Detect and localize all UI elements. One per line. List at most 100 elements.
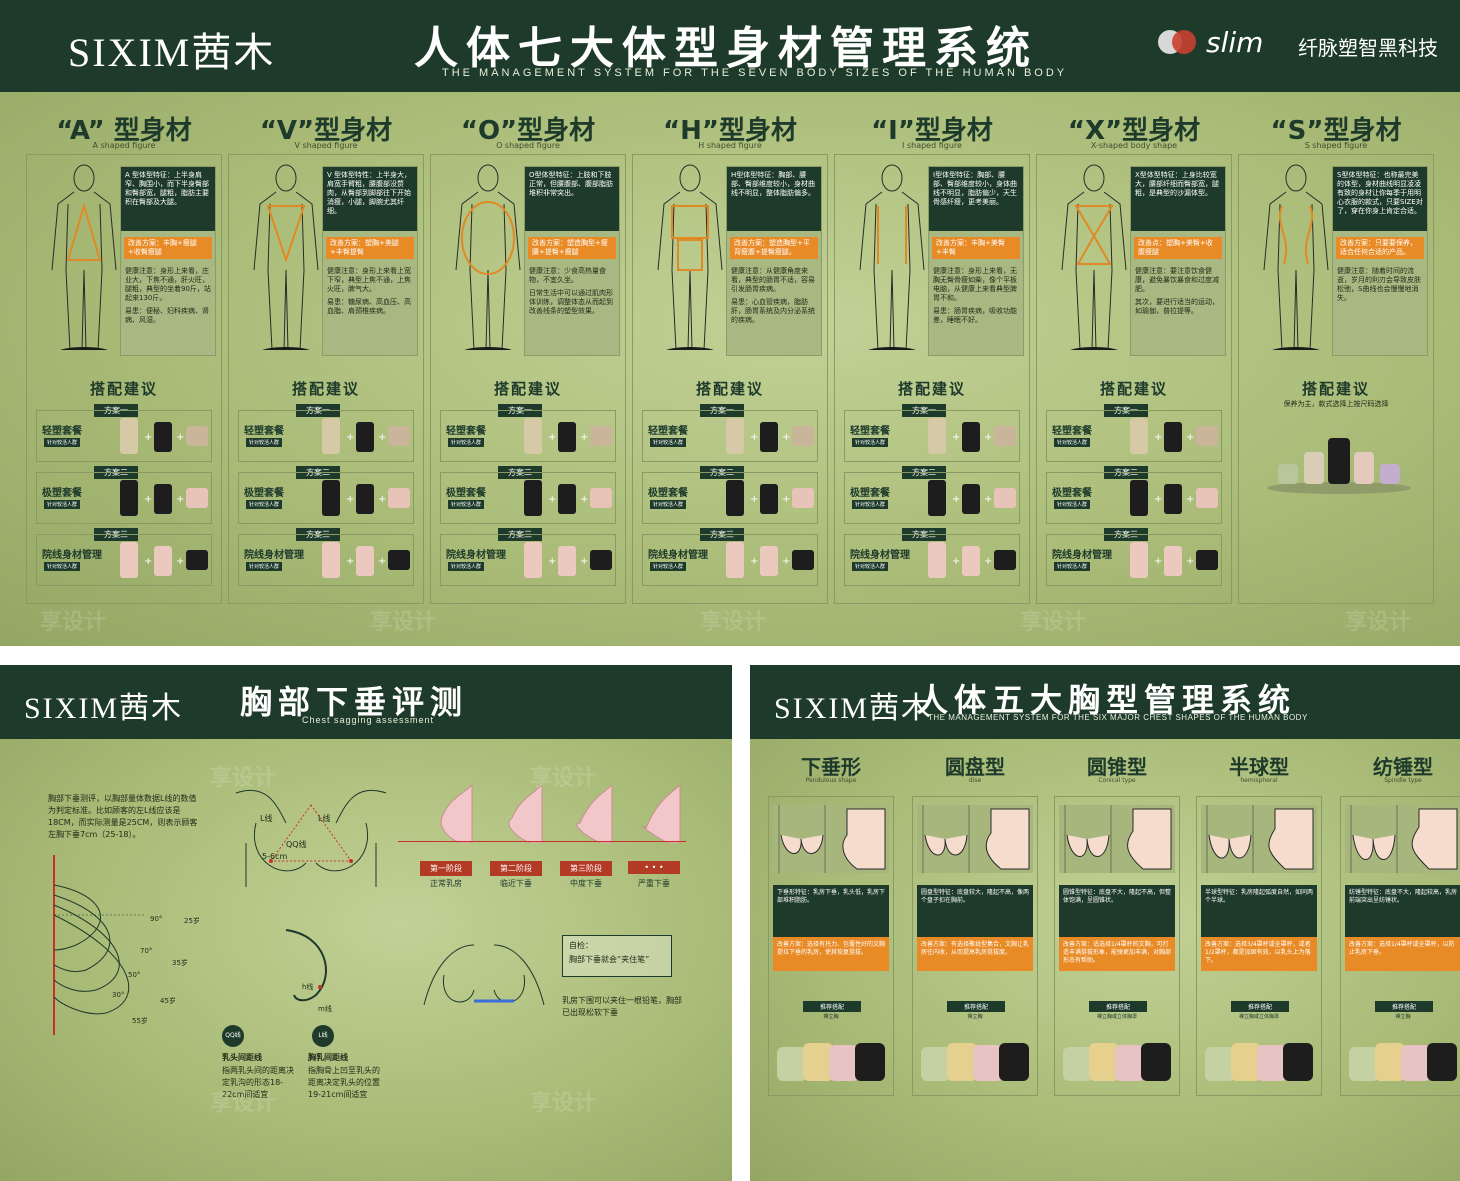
garment-icon: + + [726,542,814,578]
plan-row [1046,472,1222,524]
plan-tag: 针对较活人群 [852,438,889,447]
plan-text: 改善方案：塑造胸型+平背瘦腹+提臀瘦腿。 [730,237,818,259]
plan-row [36,472,212,524]
pencil-text: 乳房下围可以夹住一根铅笔，胸部已出现松软下垂 [562,996,682,1017]
svg-text:+: + [548,432,556,443]
h-line-label: h线 [302,983,314,991]
chest-type-card: 下垂形特征：乳房下垂，乳头低，乳房下部堆积脂肪。 改善方案：选择有托力、包覆性好… [768,796,894,1096]
body-type-subtitle: H shaped figure [698,141,762,150]
risk-text: 易患：肠胃疾病，吸收功能差，睡眠不好。 [933,307,1017,324]
body-type-column [1036,154,1232,604]
chest-feature: 半球型特征：乳房隆起弧度自然，如同两个半球。 [1201,885,1317,937]
plan-text: 改善方案：丰胸+美臀+丰臀 [932,237,1020,259]
s-note: 保养为主，款式选择上按尺码选择 [1283,400,1389,408]
angle-label: 70° [140,947,153,955]
sixim-logo: SIXIM茜木 [24,692,184,725]
svg-text:+: + [378,494,386,505]
plan-row [36,534,212,586]
svg-text:+: + [782,494,790,505]
sixim-logo: SIXIM茜木 [774,692,934,725]
watermark: 享设计 [210,1091,277,1116]
svg-text:+: + [1154,556,1162,567]
garment-icon: + + [1130,542,1218,578]
chest-type-subtitle: hemispheral [1240,777,1278,784]
plan-name: 极塑套餐 [1052,488,1092,499]
plan-row [642,410,818,462]
plan-tag: 针对较活人群 [650,562,687,571]
body-figure-icon [1263,164,1329,350]
watermark: 享设计 [1020,610,1087,635]
chest-plan: 改善方案：选择有托力、包覆性好的文胸提拉下垂的乳房，使其恢复挺拔。 [773,937,889,971]
plan-name: 院线身材管理 [648,550,708,561]
l-line-label: L线 [260,814,273,823]
bra-products-icon [777,1043,885,1081]
angle-label: 50° [128,971,141,979]
plan-tag: 针对较活人群 [246,438,283,447]
svg-text:+: + [176,494,184,505]
svg-text:+: + [176,432,184,443]
bra-products-icon [1205,1043,1313,1081]
chest-shape-icon [1201,805,1317,873]
brand-slim: slim [1206,26,1264,59]
plan-name: 轻塑套餐 [850,426,890,437]
chest-type-subtitle: dise [968,777,982,784]
chest-rec-text: 裸立胸 [823,1014,839,1020]
stage-label: 第二阶段 [490,861,542,876]
plan-name: 轻塑套餐 [1052,426,1092,437]
health-text: 健康注意：随着时间的流逝，岁月的利刃会导致皮肤松弛，S曲线也会慢慢地消失。 [1337,267,1421,302]
body-type-column [632,154,828,604]
plan-tag: 针对较活人群 [1054,562,1091,571]
feature-text: S型体型特征：也称最完美的体型，身材曲线明显凌凌有致的身材让你每季于用明心衣服的… [1333,167,1427,231]
garment-icon: + + [928,480,1016,516]
sagging-title: 胸部下垂评测 [240,683,469,721]
side-profile [285,929,327,1002]
watermark: 享设计 [1345,610,1412,635]
plan-row [642,534,818,586]
body-type-column [430,154,626,604]
chest-rec-text: 裸立胸或立体胸罩 [1238,1014,1279,1020]
risk-text: 日常生活中可以通过肌肉形体训练，调整体态从而起到改善线条的塑型效果。 [529,289,613,315]
garment-icon: + + [726,480,814,516]
feature-text: V 型体型特性：上半身大，肩宽手臂粗，腰腹部没赘肉，从臀部到脚部往下开始消瘦，小… [323,167,417,231]
plan-name: 极塑套餐 [648,488,688,499]
chest-shape-icon [917,805,1033,873]
chest-type-card: 半球型特征：乳房隆起弧度自然，如同两个半球。 改善方案：选择3/4罩杯或全罩杯，… [1196,796,1322,1096]
body-type-subtitle: I shaped figure [902,141,962,150]
chest-type-card: 纺锤型特征：底盘不大，隆起较高，乳房前端突出呈纺锤状。 改善方案：选择1/4罩杯… [1340,796,1460,1096]
chest-shape-icon [773,805,889,873]
breast-profile-icon [642,785,681,843]
plan-name: 院线身材管理 [1052,550,1112,561]
garment-icon: + + [322,418,410,454]
health-text: 健康注意：少食高热量食物，不宜久坐。 [529,267,606,284]
health-text: 健康注意：身形上来看上宽下窄，典型上焦不通，上焦火旺，脾气大。 [327,267,411,293]
body-type-description: I型体型特征：胸部、腰部、臀部维度较小，身体曲线不明显，脂肪偏少，天生骨感纤瘦，… [928,166,1024,356]
svg-text:+: + [548,494,556,505]
watermark: 享设计 [700,610,767,635]
plan-text: 改善方案：只要要保养，适合任何合适的产品。 [1336,237,1424,259]
plan-text: 改善方案：丰胸+瘦腿+收臀瘦腿 [124,237,212,259]
chest-type-card: 圆锥型特征：底盘不大，隆起不高，但整体饱满，呈圆锥状。 改善方案：适选择1/4罩… [1054,796,1180,1096]
watermark: 享设计 [210,766,277,791]
qq-line-label: QQ线 [286,840,307,849]
plan-row [36,410,212,462]
plan-name: 轻塑套餐 [42,426,82,437]
angle-label: 90° [150,915,163,923]
m-line-label: m线 [318,1005,332,1013]
svg-text:+: + [1186,432,1194,443]
svg-text:+: + [580,494,588,505]
garment-icon: + + [1130,418,1218,454]
suggest-title: 搭配建议 [89,380,158,398]
qq-title: 乳头间距线 [222,1053,262,1062]
breast-profile-icon [440,785,473,843]
chest-plan: 改善方案：选择3/4罩杯或全罩杯，或者1/2罩杯，都是加固有效，以乳头上为落下。 [1201,937,1317,971]
chest-type-title: 圆锥型 [1087,755,1147,779]
plan-name: 院线身材管理 [42,550,102,561]
chest-type-title: 下垂形 [801,755,861,779]
svg-text:+: + [580,556,588,567]
chest-header: SIXIM茜木 人体五大胸型管理系统 THE MANAGEMENT SYSTEM… [750,665,1460,739]
svg-text:+: + [144,494,152,505]
plan-tag: 针对较活人群 [852,500,889,509]
breast-profile-icon [508,785,543,843]
stage-label: • • • [628,861,680,874]
garment-icon: + + [524,542,612,578]
